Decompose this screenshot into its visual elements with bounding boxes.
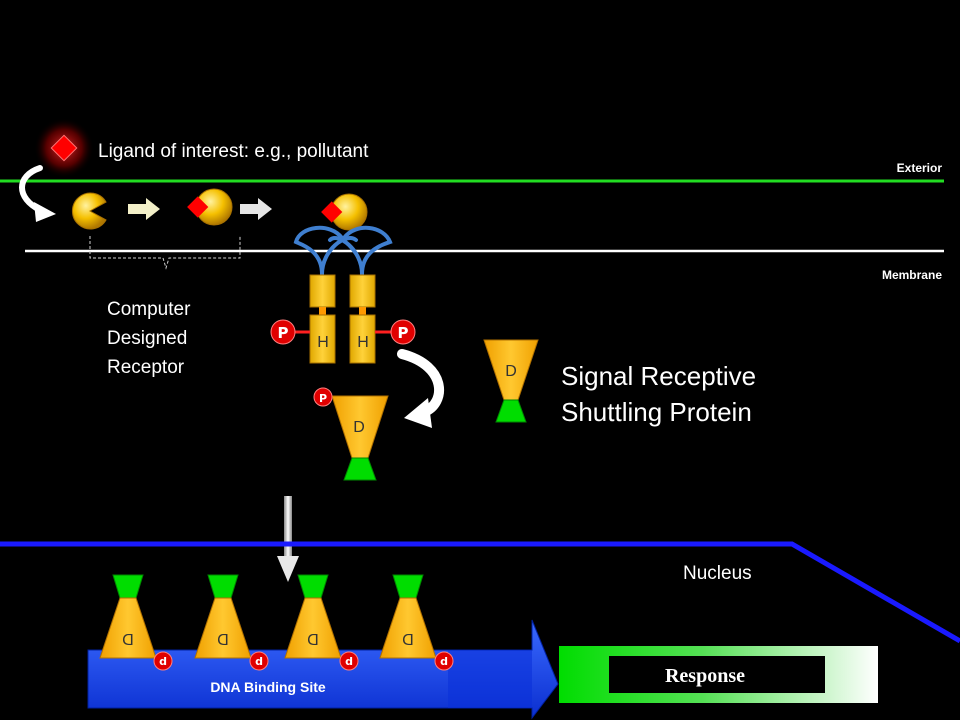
dna-tag-badge-4 bbox=[434, 651, 454, 671]
shuttling-label-2: Shuttling Protein bbox=[561, 397, 752, 427]
nuclear-arrow-shaft bbox=[284, 496, 292, 556]
receptor-label-1: Computer bbox=[107, 299, 191, 320]
transfer-curved-arrow bbox=[397, 349, 444, 417]
response-box bbox=[609, 656, 825, 693]
ligand-curved-arrow-head bbox=[34, 202, 56, 222]
shuttle-phospho-badge bbox=[313, 387, 333, 407]
dna-binding-label: DNA Binding Site bbox=[210, 679, 326, 695]
bound-ligand-icon bbox=[187, 196, 209, 218]
dna-tag-letter-2: d bbox=[255, 655, 263, 668]
phospho-badge-left bbox=[270, 319, 296, 345]
dna-bound-protein-3: D d bbox=[284, 574, 359, 671]
phospho-badge-right bbox=[390, 319, 416, 345]
dna-bound-protein-1: D d bbox=[99, 574, 173, 671]
phospho-letter-left: P bbox=[278, 324, 289, 342]
ligand-icon bbox=[50, 134, 78, 162]
shuttle-letter-free: D bbox=[505, 363, 517, 380]
connector-left bbox=[319, 307, 326, 315]
connector-right bbox=[359, 307, 366, 315]
dna-tag-letter-1: d bbox=[159, 655, 167, 668]
membrane-label: Membrane bbox=[882, 268, 942, 282]
histidine-letter-right: H bbox=[357, 334, 369, 351]
exterior-label: Exterior bbox=[897, 161, 943, 175]
dna-protein-letter-1: D bbox=[122, 630, 134, 647]
receptor-block-right-top bbox=[349, 274, 376, 308]
dna-binding-site-arrow bbox=[87, 619, 559, 720]
step-arrow-1 bbox=[128, 198, 160, 220]
dna-tag-letter-3: d bbox=[345, 655, 353, 668]
shuttle-letter-phospho: D bbox=[353, 419, 365, 436]
phosphorylated-shuttle-protein: D P bbox=[313, 387, 389, 481]
shuttling-label-1: Signal Receptive bbox=[561, 361, 756, 391]
dna-tag-badge-1 bbox=[153, 651, 173, 671]
nucleus-label: Nucleus bbox=[683, 563, 752, 584]
transfer-curved-arrow-head bbox=[404, 398, 432, 428]
step-arrow-2 bbox=[240, 198, 272, 220]
dna-protein-letter-4: D bbox=[402, 630, 414, 647]
dna-tag-badge-3 bbox=[339, 651, 359, 671]
response-label: Response bbox=[665, 665, 745, 687]
dna-bound-protein-2: D d bbox=[194, 574, 269, 671]
membrane-ligand-icon bbox=[321, 201, 343, 223]
receptor-bracket bbox=[89, 236, 241, 270]
histidine-block-left bbox=[309, 314, 336, 364]
nuclear-arrow-head bbox=[277, 556, 299, 582]
receptor-block-left-top bbox=[309, 274, 336, 308]
dna-box-highlight bbox=[448, 650, 532, 708]
dna-bound-protein-4: D d bbox=[379, 574, 454, 671]
histidine-letter-left: H bbox=[317, 334, 329, 351]
dna-protein-letter-2: D bbox=[217, 630, 229, 647]
phospho-letter-right: P bbox=[398, 324, 409, 342]
free-shuttle-protein: D bbox=[483, 339, 539, 423]
linker-arms bbox=[293, 225, 393, 276]
receptor-label-2: Designed bbox=[107, 328, 187, 349]
receptor-icon-empty bbox=[71, 192, 107, 230]
dna-protein-letter-3: D bbox=[307, 630, 319, 647]
shuttle-phospho-letter: P bbox=[319, 392, 327, 405]
ligand-label: Ligand of interest: e.g., pollutant bbox=[98, 141, 369, 162]
dna-tag-badge-2 bbox=[249, 651, 269, 671]
receptor-label-3: Receptor bbox=[107, 357, 185, 378]
dna-tag-letter-4: d bbox=[440, 655, 448, 668]
nucleus-line bbox=[0, 541, 960, 644]
histidine-block-right bbox=[349, 314, 376, 364]
ligand-curved-arrow bbox=[19, 165, 43, 213]
